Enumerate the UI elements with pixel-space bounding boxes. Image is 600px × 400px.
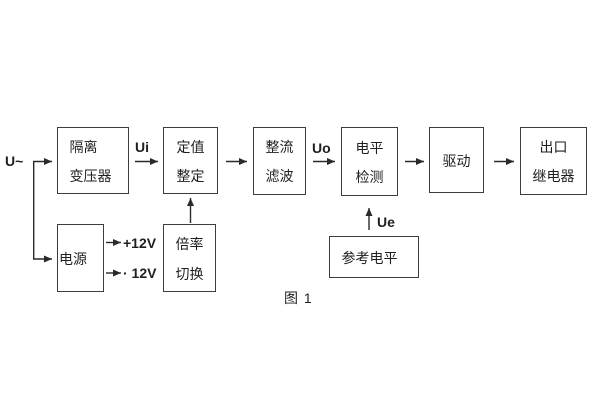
label-minus-12v: · 12V bbox=[123, 265, 157, 281]
block-rectifier-filter: 整流 滤波 bbox=[253, 127, 306, 195]
block-output-relay: 出口 继电器 bbox=[520, 127, 587, 195]
block-setpoint-adjust: 定值 整定 bbox=[163, 127, 218, 194]
block-label: 出口 bbox=[539, 139, 568, 155]
block-label: 电平 bbox=[355, 139, 384, 156]
block-label: 检测 bbox=[355, 168, 384, 185]
block-level-detector: 电平 检测 bbox=[341, 127, 398, 196]
block-isolation-transformer: 隔离 变压器 bbox=[57, 127, 129, 194]
label-plus-12v: +12V bbox=[123, 235, 157, 251]
block-power-supply: 电源 bbox=[57, 224, 104, 292]
block-label: 驱动 bbox=[442, 152, 471, 169]
block-driver: 驱动 bbox=[429, 127, 484, 193]
label-uo: Uo bbox=[312, 140, 331, 156]
figure-caption: 图 1 bbox=[284, 290, 313, 306]
block-label: 整流 bbox=[265, 139, 294, 155]
label-ui: Ui bbox=[135, 139, 149, 155]
block-label: 继电器 bbox=[532, 168, 575, 184]
block-ratio-switch: 倍率 切换 bbox=[163, 224, 216, 292]
label-ue: Ue bbox=[377, 214, 395, 230]
label-input-voltage: U~ bbox=[5, 153, 24, 169]
block-label: 隔离 bbox=[69, 138, 98, 155]
block-label: 电源 bbox=[59, 250, 87, 267]
block-label: 变压器 bbox=[69, 167, 112, 184]
block-label: 整定 bbox=[176, 167, 205, 184]
block-reference-level: 参考电平 bbox=[329, 236, 419, 278]
block-label: 滤波 bbox=[265, 168, 294, 184]
block-label: 参考电平 bbox=[341, 249, 398, 266]
block-label: 切换 bbox=[175, 266, 204, 282]
block-label: 定值 bbox=[176, 138, 205, 155]
block-label: 倍率 bbox=[175, 236, 204, 252]
